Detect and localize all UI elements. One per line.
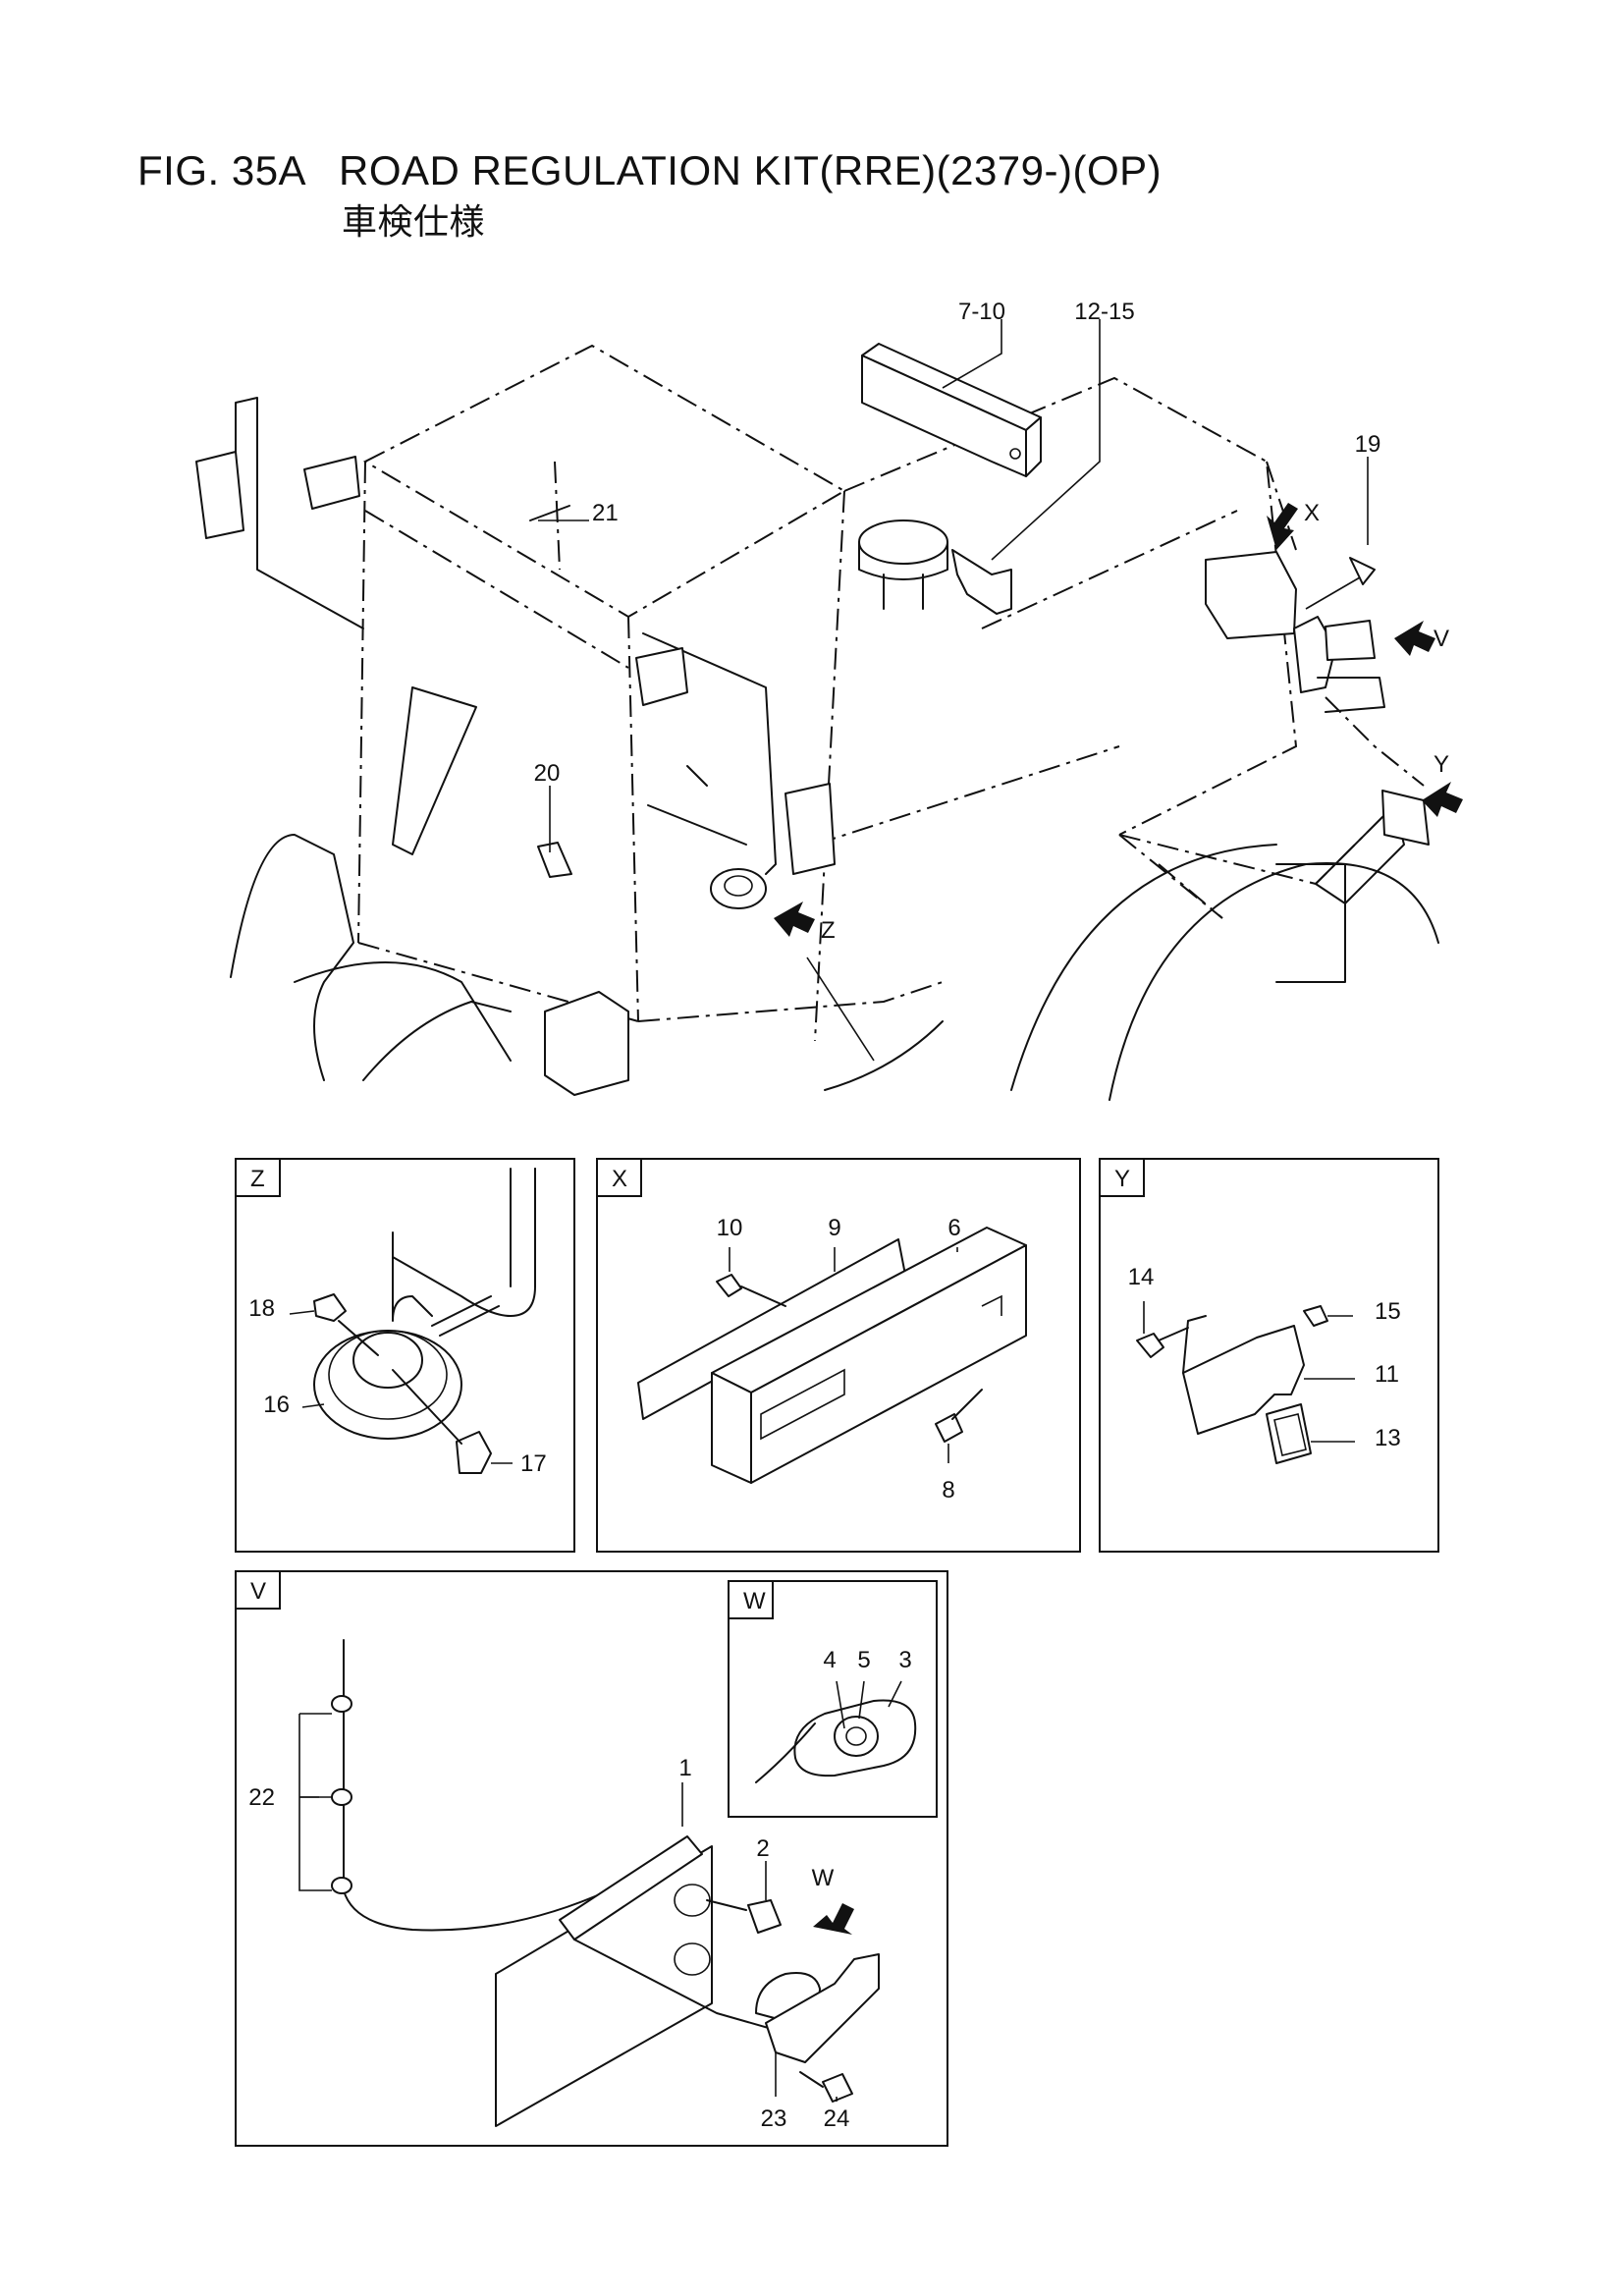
callout-21: 21	[592, 500, 619, 526]
callout-12-15: 12-15	[1074, 299, 1134, 325]
figure-name: ROAD REGULATION KIT(RRE)(2379-)(OP)	[339, 147, 1163, 193]
view-label-v: V	[1434, 626, 1449, 652]
figure-title: FIG. 35A ROAD REGULATION KIT(RRE)(2379-)(…	[137, 147, 1162, 194]
figure-code: FIG. 35A	[137, 147, 307, 193]
callout-8: 8	[942, 1477, 954, 1503]
inset-w-tag: W	[743, 1588, 766, 1614]
figure-subtitle: 車検仕様	[342, 202, 486, 243]
callout-24: 24	[824, 2105, 850, 2132]
callout-23: 23	[761, 2105, 787, 2132]
callout-5: 5	[857, 1647, 870, 1673]
callout-18: 18	[248, 1295, 275, 1322]
panel-z	[235, 1158, 575, 1553]
callout-20: 20	[534, 760, 561, 787]
callout-15: 15	[1375, 1298, 1401, 1325]
panel-x	[596, 1158, 1081, 1553]
panel-x-tag: X	[612, 1166, 627, 1192]
callout-3: 3	[898, 1647, 911, 1673]
callout-7-10: 7-10	[958, 299, 1005, 325]
callout-17: 17	[520, 1450, 547, 1477]
machine-overview	[195, 319, 1463, 1101]
panel-z-tag: Z	[250, 1166, 265, 1192]
callout-11: 11	[1375, 1361, 1399, 1388]
view-label-z: Z	[821, 917, 836, 944]
callout-6: 6	[947, 1215, 960, 1241]
callout-10: 10	[717, 1215, 743, 1241]
callout-14: 14	[1128, 1264, 1155, 1290]
callout-22: 22	[248, 1784, 275, 1811]
callout-13: 13	[1375, 1425, 1401, 1451]
view-label-w: W	[812, 1865, 835, 1891]
panel-v-tag: V	[250, 1578, 266, 1605]
callout-2: 2	[756, 1835, 769, 1862]
panel-y	[1099, 1158, 1439, 1553]
view-label-y: Y	[1434, 751, 1449, 778]
callout-19: 19	[1355, 431, 1381, 458]
view-label-x: X	[1304, 500, 1320, 526]
panel-y-tag: Y	[1114, 1166, 1130, 1192]
callout-4: 4	[823, 1647, 836, 1673]
callout-9: 9	[828, 1215, 840, 1241]
panel-v	[235, 1570, 948, 2147]
callout-16: 16	[263, 1392, 290, 1418]
callout-1: 1	[678, 1755, 691, 1781]
